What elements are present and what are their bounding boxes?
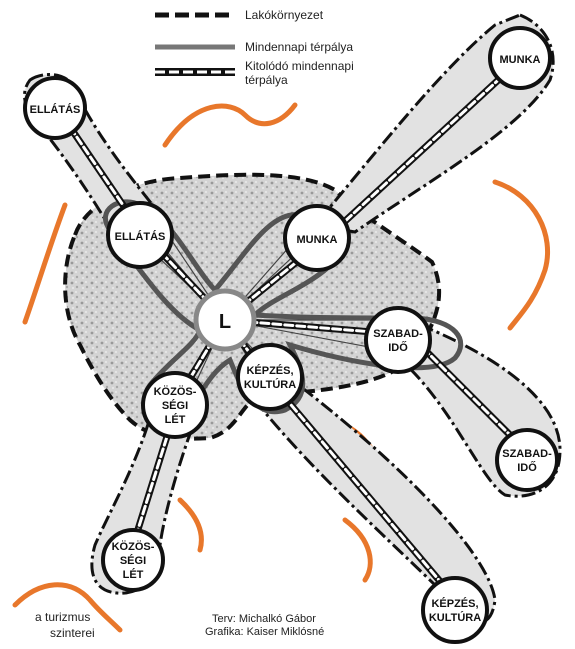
outer-node-education: KÉPZÉS, KULTÚRA	[421, 576, 489, 644]
legend-extended-daily-space: Kitolódó mindennapi	[245, 59, 354, 73]
tourism-arcs	[12, 102, 551, 633]
svg-text:SÉGI: SÉGI	[162, 399, 188, 412]
svg-text:IDŐ: IDŐ	[388, 341, 408, 354]
tourism-arc-bottom-left	[177, 497, 204, 553]
svg-text:MUNKA: MUNKA	[297, 234, 338, 246]
svg-text:KÉPZÉS,: KÉPZÉS,	[431, 597, 478, 610]
svg-text:SZABAD-: SZABAD-	[502, 448, 552, 460]
credit-design: Terv: Michalkó Gábor	[212, 613, 316, 625]
svg-text:KULTÚRA: KULTÚRA	[429, 611, 481, 624]
credit-graphics: Grafika: Kaiser Miklósné	[205, 626, 324, 638]
svg-text:SÉGI: SÉGI	[120, 554, 146, 567]
tourism-arc-left	[22, 202, 68, 325]
legend-extended-daily-space-2: térpálya	[245, 73, 288, 87]
center-node: L	[193, 288, 257, 352]
tourism-caption: a turizmus szinterei	[35, 610, 95, 640]
center-label: L	[219, 311, 231, 333]
inner-node-leisure: SZABAD- IDŐ	[364, 306, 432, 374]
svg-text:KÉPZÉS,: KÉPZÉS,	[246, 364, 293, 377]
svg-text:LÉT: LÉT	[165, 413, 186, 426]
inner-node-work: MUNKA	[283, 204, 351, 272]
inner-node-education: KÉPZÉS, KULTÚRA	[236, 343, 304, 411]
legend: Lakókörnyezet Mindennapi térpálya Kitoló…	[150, 4, 420, 88]
svg-text:a turizmus: a turizmus	[35, 610, 90, 624]
outer-node-supply: ELLÁTÁS	[23, 76, 87, 140]
outer-node-community: KÖZÖS- SÉGI LÉT	[101, 528, 165, 592]
credits: Terv: Michalkó Gábor Grafika: Kaiser Mik…	[205, 613, 324, 638]
svg-text:ELLÁTÁS: ELLÁTÁS	[115, 230, 166, 243]
svg-text:SZABAD-: SZABAD-	[373, 328, 423, 340]
inner-node-supply: ELLÁTÁS	[106, 201, 174, 269]
outer-node-work: MUNKA	[488, 26, 552, 90]
svg-text:KULTÚRA: KULTÚRA	[244, 378, 296, 391]
svg-text:MUNKA: MUNKA	[500, 54, 541, 66]
tourism-arc-bottom	[342, 517, 373, 583]
outer-node-leisure: SZABAD- IDŐ	[495, 428, 559, 492]
svg-text:KÖZÖS-: KÖZÖS-	[112, 540, 155, 553]
svg-text:ELLÁTÁS: ELLÁTÁS	[30, 103, 81, 116]
tourism-arc-right	[492, 179, 551, 331]
svg-text:LÉT: LÉT	[123, 568, 144, 581]
tourism-arc-top	[162, 102, 298, 148]
svg-text:szinterei: szinterei	[50, 626, 95, 640]
svg-text:IDŐ: IDŐ	[517, 461, 537, 474]
inner-node-community: KÖZÖS- SÉGI LÉT	[141, 371, 209, 439]
svg-text:KÖZÖS-: KÖZÖS-	[154, 385, 197, 398]
legend-daily-space: Mindennapi térpálya	[245, 40, 353, 54]
legend-living-environment: Lakókörnyezet	[245, 8, 324, 22]
tourism-arc-lower-left	[12, 582, 123, 633]
